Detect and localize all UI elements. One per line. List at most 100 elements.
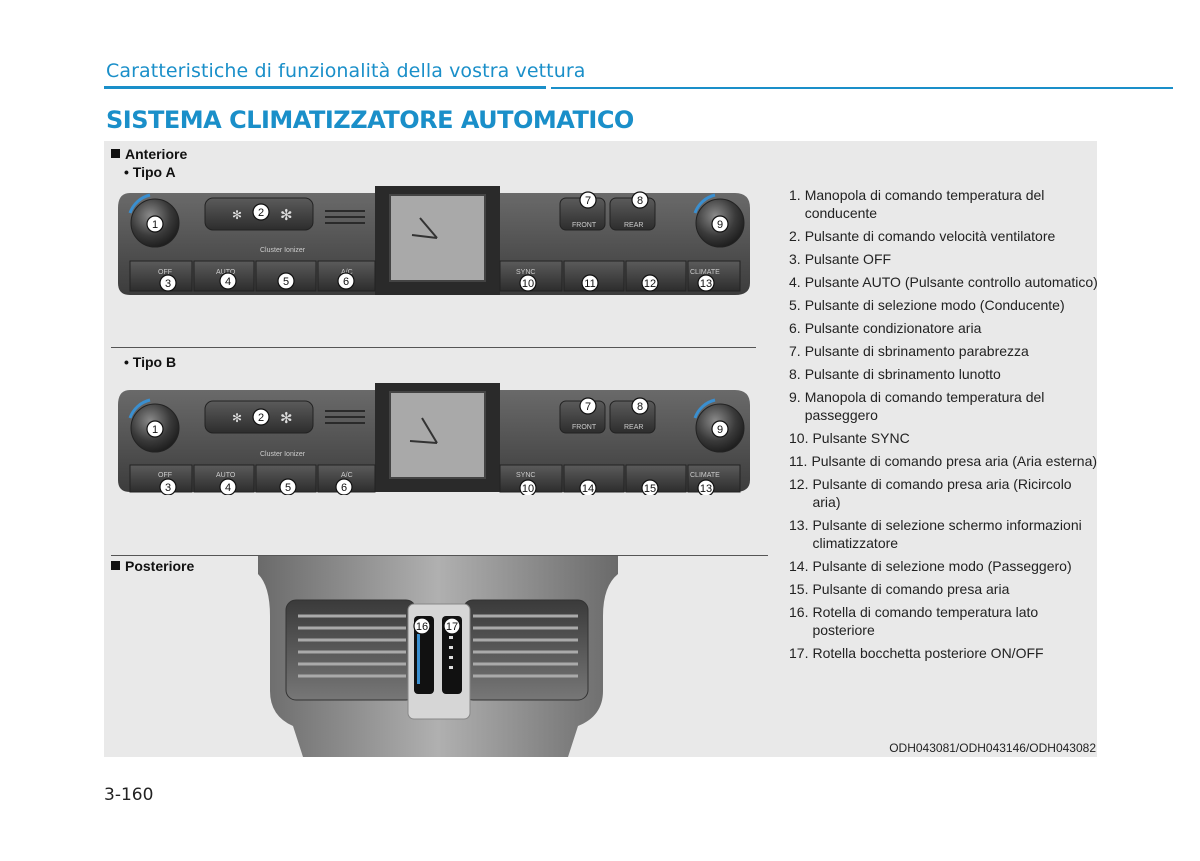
legend-item: 10.Pulsante SYNC bbox=[789, 429, 1099, 447]
sync-label: SYNC bbox=[516, 269, 535, 276]
legend-item: 7.Pulsante di sbrinamento parabrezza bbox=[789, 342, 1099, 360]
callout-number: 6 bbox=[343, 276, 349, 288]
callout-7: 7 bbox=[579, 191, 597, 209]
callout-17: 17 bbox=[443, 617, 461, 635]
callout-14: 14 bbox=[579, 479, 597, 495]
bottom-button-row-left bbox=[129, 464, 376, 493]
legend-item-text: Pulsante condizionatore aria bbox=[804, 320, 982, 336]
legend-item-number: 11. bbox=[789, 453, 808, 469]
legend-item-text: Manopola di comando temperatura del pass… bbox=[804, 389, 1045, 423]
callout-10: 10 bbox=[519, 479, 537, 495]
legend-item-number: 13. bbox=[789, 517, 809, 533]
off-label: OFF bbox=[158, 269, 172, 276]
section-title: SISTEMA CLIMATIZZATORE AUTOMATICO bbox=[106, 106, 634, 134]
legend-item-number: 5. bbox=[789, 297, 801, 313]
callout-number: 9 bbox=[717, 219, 723, 231]
callout-number: 3 bbox=[165, 278, 171, 290]
callout-1: 1 bbox=[146, 215, 164, 233]
legend-item-number: 4. bbox=[789, 274, 801, 290]
rear-vent-onoff-wheel[interactable] bbox=[442, 616, 462, 694]
callout-number: 2 bbox=[258, 207, 264, 219]
clock-hand-hour bbox=[421, 417, 438, 444]
climate-label: CLIMATE bbox=[690, 472, 720, 479]
legend-item: 13.Pulsante di selezione schermo informa… bbox=[789, 516, 1099, 552]
legend-item: 11.Pulsante di comando presa aria (Aria … bbox=[789, 452, 1099, 470]
callout-number: 6 bbox=[341, 482, 347, 494]
svg-text:✻: ✻ bbox=[280, 206, 293, 224]
callout-5: 5 bbox=[279, 478, 297, 495]
label-front-text: Anteriore bbox=[125, 146, 188, 162]
callout-number: 9 bbox=[717, 424, 723, 436]
callout-8: 8 bbox=[631, 397, 649, 415]
sync-label: SYNC bbox=[516, 472, 535, 479]
callout-number: 16 bbox=[416, 621, 428, 633]
auto-label: AUTO bbox=[216, 472, 236, 479]
ac-label: A/C bbox=[341, 472, 353, 479]
callout-8: 8 bbox=[631, 191, 649, 209]
legend-item: 8.Pulsante di sbrinamento lunotto bbox=[789, 365, 1099, 383]
clock-hand-minute bbox=[409, 440, 438, 444]
callout-number: 1 bbox=[152, 219, 158, 231]
legend-item-number: 6. bbox=[789, 320, 801, 336]
svg-text:✻: ✻ bbox=[232, 208, 242, 222]
callout-15: 15 bbox=[641, 479, 659, 495]
callout-number: 2 bbox=[258, 412, 264, 424]
callout-number: 7 bbox=[585, 401, 591, 413]
legend-item-number: 17. bbox=[789, 645, 809, 661]
callout-12: 12 bbox=[641, 274, 659, 292]
clock-hand-hour bbox=[419, 217, 438, 239]
callout-9: 9 bbox=[711, 420, 729, 438]
legend-item-text: Pulsante di comando presa aria bbox=[812, 581, 1010, 597]
callout-6: 6 bbox=[335, 478, 353, 495]
legend-item-number: 1. bbox=[789, 187, 801, 203]
svg-text:✻: ✻ bbox=[232, 411, 242, 425]
legend-item-number: 8. bbox=[789, 366, 801, 382]
label-type-b: • Tipo B bbox=[124, 354, 177, 370]
legend-item-number: 15. bbox=[789, 581, 809, 597]
label-rear-text: Posteriore bbox=[125, 558, 195, 574]
callout-number: 13 bbox=[700, 278, 712, 290]
callout-13: 13 bbox=[697, 479, 715, 495]
ionizer-label: Cluster Ionizer bbox=[260, 247, 306, 254]
legend-item-number: 2. bbox=[789, 228, 801, 244]
callout-4: 4 bbox=[219, 272, 237, 290]
header-rule-left bbox=[104, 86, 546, 89]
callout-number: 14 bbox=[582, 483, 594, 495]
legend-item: 2.Pulsante di comando velocità ventilato… bbox=[789, 227, 1099, 245]
legend-item-number: 9. bbox=[789, 389, 801, 405]
callout-number: 4 bbox=[225, 276, 231, 288]
legend-item-text: Pulsante di comando velocità ventilatore bbox=[804, 228, 1056, 244]
callout-11: 11 bbox=[581, 274, 599, 292]
legend-item-number: 16. bbox=[789, 604, 809, 620]
legend-item: 4.Pulsante AUTO (Pulsante controllo auto… bbox=[789, 273, 1099, 291]
control-panel-type-a: ✻ ✻ FRONT REAR Cluster Ionizer OFF AUTO … bbox=[118, 186, 750, 295]
legend-item: 6.Pulsante condizionatore aria bbox=[789, 319, 1099, 337]
callout-4: 4 bbox=[219, 478, 237, 495]
callout-9: 9 bbox=[711, 215, 729, 233]
figure-credits: ODH043081/ODH043146/ODH043082 bbox=[889, 741, 1096, 755]
label-type-a: • Tipo A bbox=[124, 164, 176, 180]
legend-item: 15.Pulsante di comando presa aria bbox=[789, 580, 1099, 598]
legend-item: 3.Pulsante OFF bbox=[789, 250, 1099, 268]
legend-item-text: Pulsante di selezione modo (Conducente) bbox=[804, 297, 1065, 313]
front-defrost-label: FRONT bbox=[572, 222, 597, 229]
callout-number: 7 bbox=[585, 195, 591, 207]
legend-item-number: 7. bbox=[789, 343, 801, 359]
legend-list: 1.Manopola di comando temperatura del co… bbox=[789, 186, 1099, 667]
callout-number: 12 bbox=[644, 278, 656, 290]
legend-item-text: Pulsante di comando presa aria (Ricircol… bbox=[812, 476, 1072, 510]
legend-item: 14.Pulsante di selezione modo (Passegger… bbox=[789, 557, 1099, 575]
legend-item-text: Rotella bocchetta posteriore ON/OFF bbox=[812, 645, 1044, 661]
header-rule-right bbox=[551, 87, 1173, 89]
callout-number: 1 bbox=[152, 424, 158, 436]
callout-number: 10 bbox=[522, 483, 534, 495]
divider-b-rear bbox=[111, 555, 768, 556]
front-defrost-label: FRONT bbox=[572, 424, 597, 431]
legend-item: 5.Pulsante di selezione modo (Conducente… bbox=[789, 296, 1099, 314]
legend-item: 12.Pulsante di comando presa aria (Ricir… bbox=[789, 475, 1099, 511]
label-front: Anteriore bbox=[111, 146, 187, 162]
running-header: Caratteristiche di funzionalità della vo… bbox=[106, 60, 586, 82]
climate-label: CLIMATE bbox=[690, 269, 720, 276]
svg-text:✻: ✻ bbox=[280, 409, 293, 427]
